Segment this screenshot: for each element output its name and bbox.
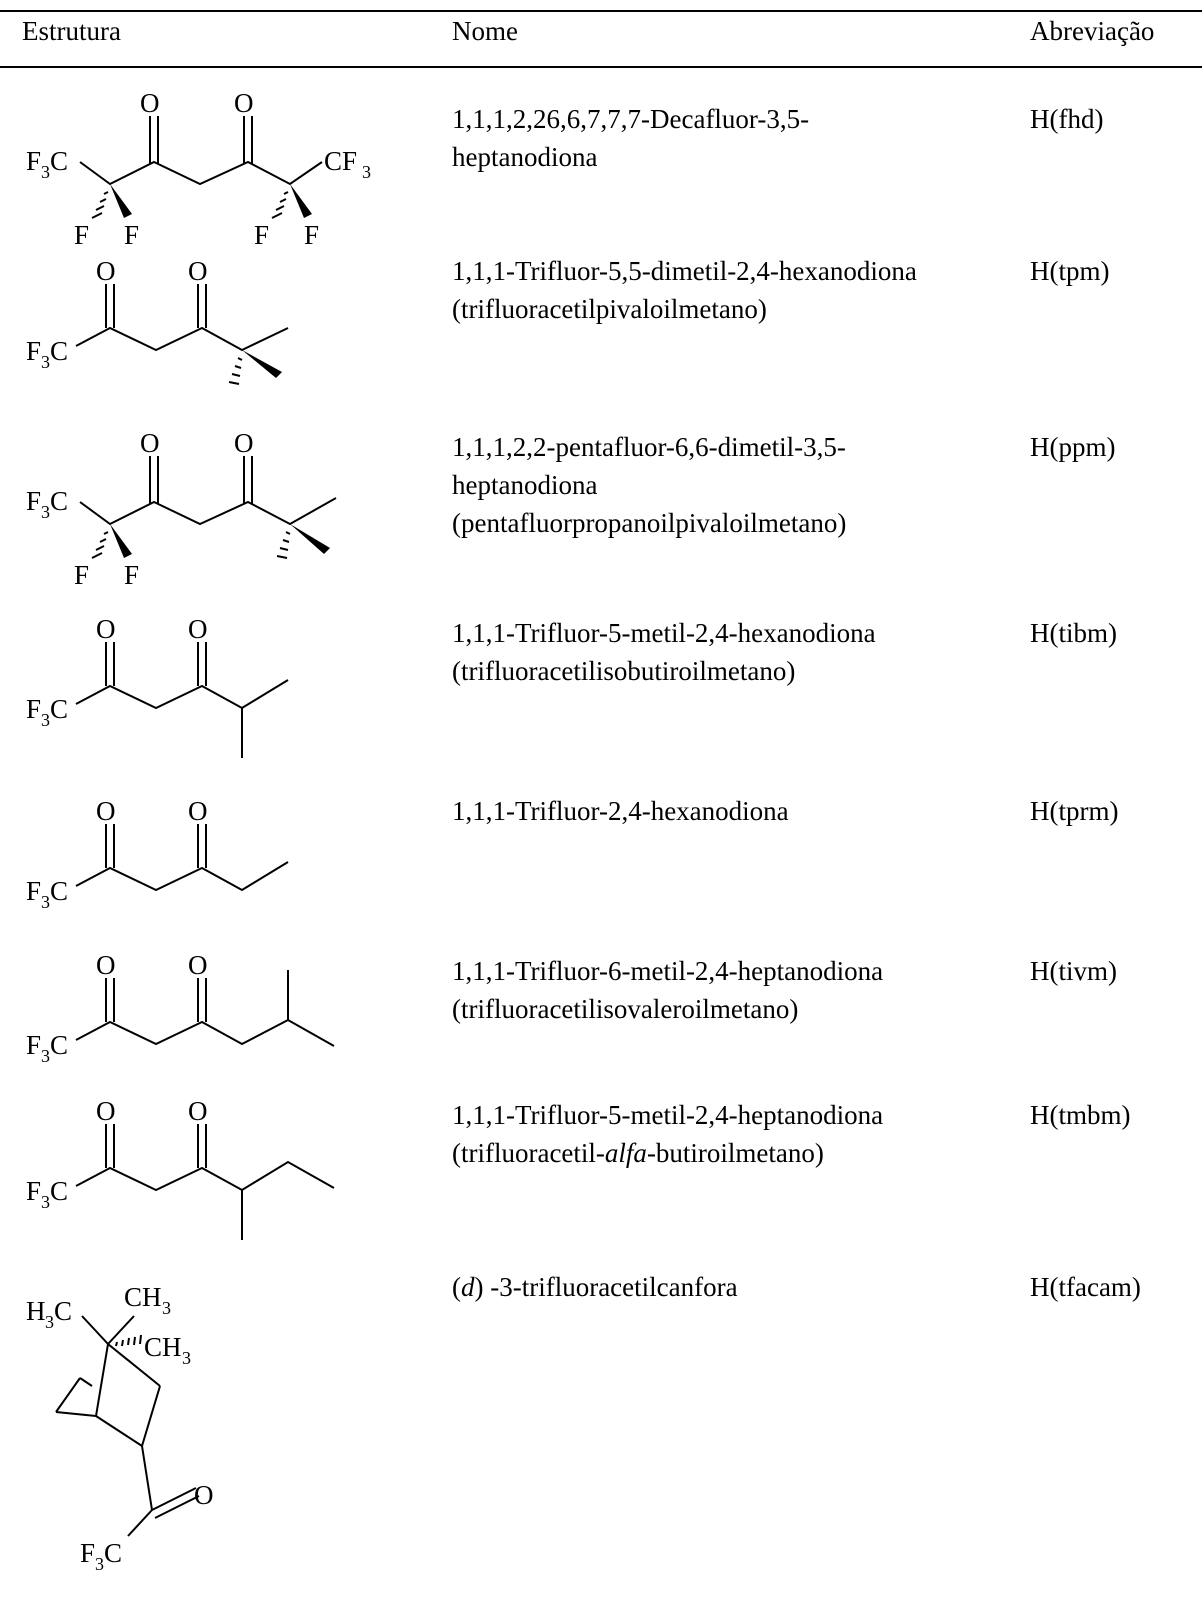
svg-text:C: C — [50, 1176, 68, 1206]
svg-text:3: 3 — [41, 710, 50, 730]
svg-text:F: F — [26, 1030, 41, 1060]
svg-text:C: C — [50, 336, 68, 366]
name-tibm: 1,1,1-Trifluor-5-metil-2,4-hexanodiona (… — [452, 618, 876, 686]
abbrev-tprm: H(tprm) — [1030, 796, 1119, 826]
abbrev-tibm: H(tibm) — [1030, 618, 1117, 648]
svg-text:CF: CF — [324, 146, 357, 176]
svg-text:F: F — [304, 220, 319, 250]
svg-text:O: O — [188, 796, 208, 826]
svg-text:F: F — [26, 1176, 41, 1206]
svg-text:F: F — [26, 336, 41, 366]
svg-text:CH: CH — [144, 1332, 182, 1362]
svg-text:C: C — [50, 876, 68, 906]
svg-text:F: F — [26, 694, 41, 724]
svg-text:3: 3 — [182, 1348, 191, 1368]
svg-text:O: O — [96, 796, 116, 826]
svg-text:O: O — [188, 1096, 208, 1126]
svg-text:C: C — [50, 1030, 68, 1060]
svg-text:3: 3 — [45, 1312, 54, 1332]
header-name: Nome — [452, 16, 518, 46]
svg-text:O: O — [234, 428, 254, 458]
name-fhd: 1,1,1,2,26,6,7,7,7-Decafluor-3,5- heptan… — [452, 104, 810, 172]
svg-text:C: C — [50, 486, 68, 516]
svg-text:O: O — [188, 256, 208, 286]
svg-text:3: 3 — [162, 1298, 171, 1318]
name-tprm: 1,1,1-Trifluor-2,4-hexanodiona — [452, 796, 789, 826]
abbrev-tpm: H(tpm) — [1030, 256, 1110, 286]
abbrev-tivm: H(tivm) — [1030, 956, 1117, 986]
svg-text:O: O — [96, 256, 116, 286]
svg-text:O: O — [96, 950, 116, 980]
svg-text:3: 3 — [41, 162, 50, 182]
svg-text:F: F — [124, 220, 139, 250]
abbrev-ppm: H(ppm) — [1030, 432, 1116, 462]
name-ppm: 1,1,1,2,2-pentafluor-6,6-dimetil-3,5- he… — [452, 432, 847, 538]
svg-text:F: F — [124, 560, 139, 590]
svg-text:O: O — [188, 950, 208, 980]
svg-text:3: 3 — [362, 162, 371, 182]
svg-text:CH: CH — [124, 1282, 162, 1312]
svg-text:O: O — [140, 88, 160, 118]
svg-text:F: F — [26, 486, 41, 516]
header-structure: Estrutura — [22, 16, 121, 46]
svg-text:C: C — [50, 694, 68, 724]
svg-text:O: O — [96, 614, 116, 644]
name-tpm: 1,1,1-Trifluor-5,5-dimetil-2,4-hexanodio… — [452, 256, 917, 324]
svg-text:O: O — [140, 428, 160, 458]
svg-text:F: F — [80, 1538, 95, 1568]
svg-text:3: 3 — [41, 502, 50, 522]
svg-text:C: C — [104, 1538, 122, 1568]
abbrev-tmbm: H(tmbm) — [1030, 1100, 1131, 1130]
name-tivm: 1,1,1-Trifluor-6-metil-2,4-heptanodiona … — [452, 956, 884, 1024]
svg-text:3: 3 — [41, 892, 50, 912]
svg-text:O: O — [234, 88, 254, 118]
svg-text:3: 3 — [95, 1554, 104, 1574]
svg-text:O: O — [96, 1096, 116, 1126]
name-tmbm: 1,1,1-Trifluor-5-metil-2,4-heptanodiona … — [452, 1100, 884, 1168]
svg-text:O: O — [194, 1480, 214, 1510]
svg-text:F: F — [74, 220, 89, 250]
table-header-rule — [0, 66, 1202, 68]
svg-text:F: F — [74, 560, 89, 590]
abbrev-tfacam: H(tfacam) — [1030, 1272, 1141, 1302]
svg-text:F: F — [26, 146, 41, 176]
svg-text:F: F — [254, 220, 269, 250]
svg-text:O: O — [188, 614, 208, 644]
svg-text:3: 3 — [41, 1192, 50, 1212]
svg-text:F: F — [26, 876, 41, 906]
header-abbreviation: Abreviação — [1030, 16, 1155, 46]
name-tfacam: (d) -3-trifluoracetilcanfora — [452, 1272, 738, 1302]
table-top-rule — [0, 10, 1202, 12]
abbrev-fhd: H(fhd) — [1030, 104, 1104, 134]
svg-text:3: 3 — [41, 1046, 50, 1066]
svg-text:3: 3 — [41, 352, 50, 372]
svg-text:H: H — [26, 1296, 46, 1326]
svg-text:C: C — [54, 1296, 72, 1326]
svg-text:C: C — [50, 146, 68, 176]
